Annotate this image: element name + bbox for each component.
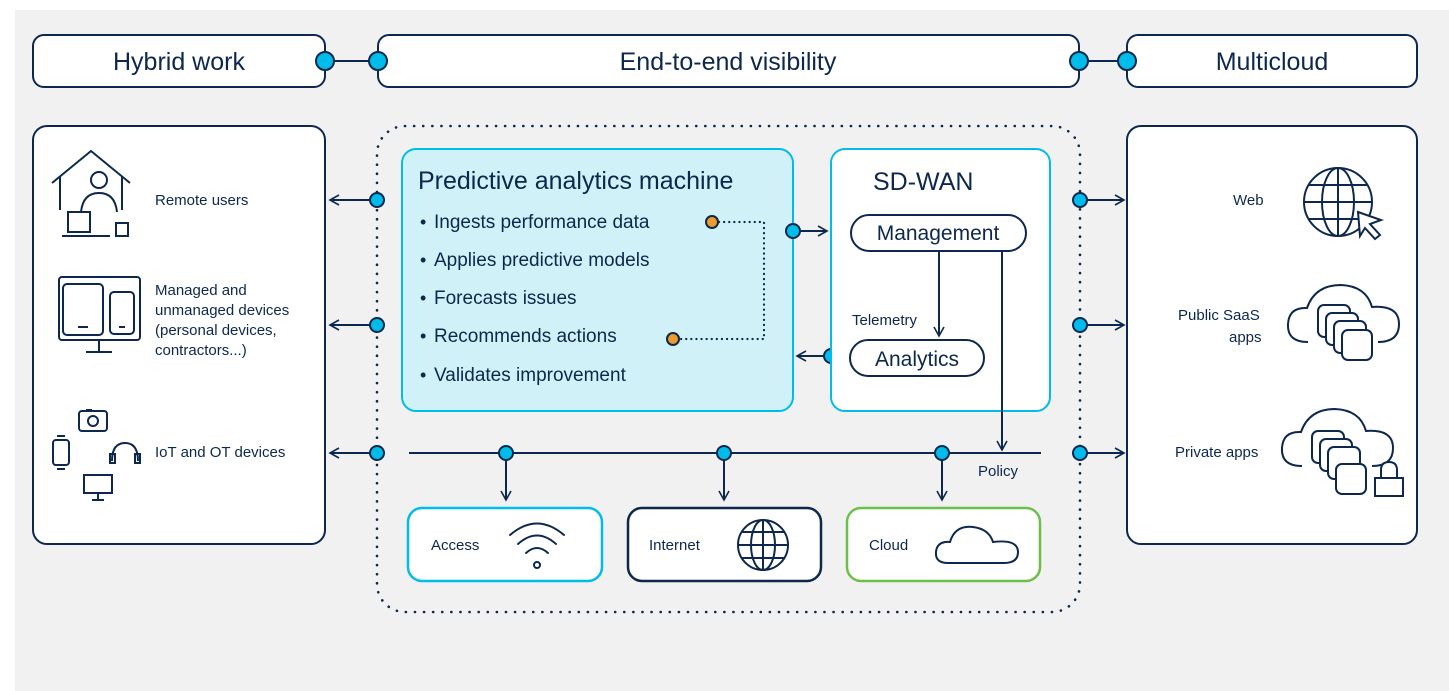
connector-dot: [1072, 317, 1088, 333]
connector-dot: [368, 51, 388, 71]
header-row: Hybrid work End-to-end visibility Multic…: [32, 34, 1418, 88]
cloud-label: Cloud: [869, 537, 908, 554]
analytics-item: Ingests performance data: [434, 212, 650, 233]
connector-dot: [1117, 51, 1137, 71]
bullet: •: [420, 288, 426, 308]
managed-devices-line4: contractors...): [155, 342, 247, 359]
predictive-analytics-box: Predictive analytics machine • Ingests p…: [401, 148, 794, 412]
managed-devices-line2: unmanaged devices: [155, 302, 289, 319]
access-box: Access: [406, 506, 604, 583]
connector-dot: [1069, 51, 1089, 71]
connector-dot: [1072, 192, 1088, 208]
feedback-loop: [678, 220, 766, 341]
access-label: Access: [431, 537, 479, 554]
house-user-icon: [51, 149, 131, 237]
connector-dot: [369, 445, 385, 461]
managed-devices-line3: (personal devices,: [155, 322, 277, 339]
hybrid-work-label: Hybrid work: [113, 48, 245, 76]
right-panel: Web Public SaaS apps Private apps: [1126, 125, 1418, 545]
analytics-title: Predictive analytics machine: [418, 167, 733, 195]
telemetry-label: Telemetry: [852, 312, 918, 329]
connector-dot: [369, 192, 385, 208]
connector-dot: [934, 445, 950, 461]
policy-label: Policy: [978, 463, 1019, 480]
bullet: •: [420, 250, 426, 270]
cloud-apps-icon: [1286, 283, 1401, 361]
bullet: •: [420, 212, 426, 232]
iot-devices-icon: [52, 409, 141, 501]
cloud-box: Cloud: [845, 506, 1042, 583]
analytics-item: Recommends actions: [434, 326, 617, 347]
internet-box: Internet: [626, 506, 823, 583]
iot-label: IoT and OT devices: [155, 444, 285, 461]
wifi-icon: [509, 522, 565, 569]
connector-dot: [716, 445, 732, 461]
cloud-apps-lock-icon: [1280, 407, 1404, 497]
feedback-dot: [666, 332, 680, 346]
analytics-node: [849, 339, 985, 377]
bullet: •: [420, 326, 426, 346]
bullet: •: [420, 365, 426, 385]
management-label: Management: [877, 222, 1000, 245]
managed-devices-line1: Managed and: [155, 282, 247, 299]
connector-dot: [315, 51, 335, 71]
globe-cursor-icon: [1303, 167, 1384, 241]
sdwan-box: SD-WAN Management Telemetry Analytics: [830, 148, 1051, 412]
private-apps-label: Private apps: [1175, 444, 1258, 461]
remote-users-label: Remote users: [155, 192, 248, 209]
feedback-dot: [705, 215, 719, 229]
connector-dot: [1072, 445, 1088, 461]
analytics-item: Forecasts issues: [434, 288, 577, 309]
multicloud-label: Multicloud: [1216, 48, 1329, 76]
tablet-phone-monitor-icon: [58, 276, 141, 353]
left-panel: Remote users Managed and unmanaged devic…: [32, 125, 326, 545]
analytics-node-label: Analytics: [875, 348, 959, 371]
cloud-icon: [934, 525, 1020, 564]
web-label: Web: [1233, 192, 1264, 209]
connector-dot: [369, 317, 385, 333]
sdwan-title: SD-WAN: [873, 168, 973, 196]
connector-dot: [785, 223, 801, 239]
visibility-label: End-to-end visibility: [620, 48, 837, 76]
internet-label: Internet: [649, 537, 701, 554]
saas-label-line2: apps: [1229, 329, 1262, 346]
analytics-item: Applies predictive models: [434, 250, 649, 271]
globe-icon: [737, 519, 789, 571]
analytics-item: Validates improvement: [434, 365, 627, 386]
connector-dot: [498, 445, 514, 461]
saas-label-line1: Public SaaS: [1178, 307, 1260, 324]
